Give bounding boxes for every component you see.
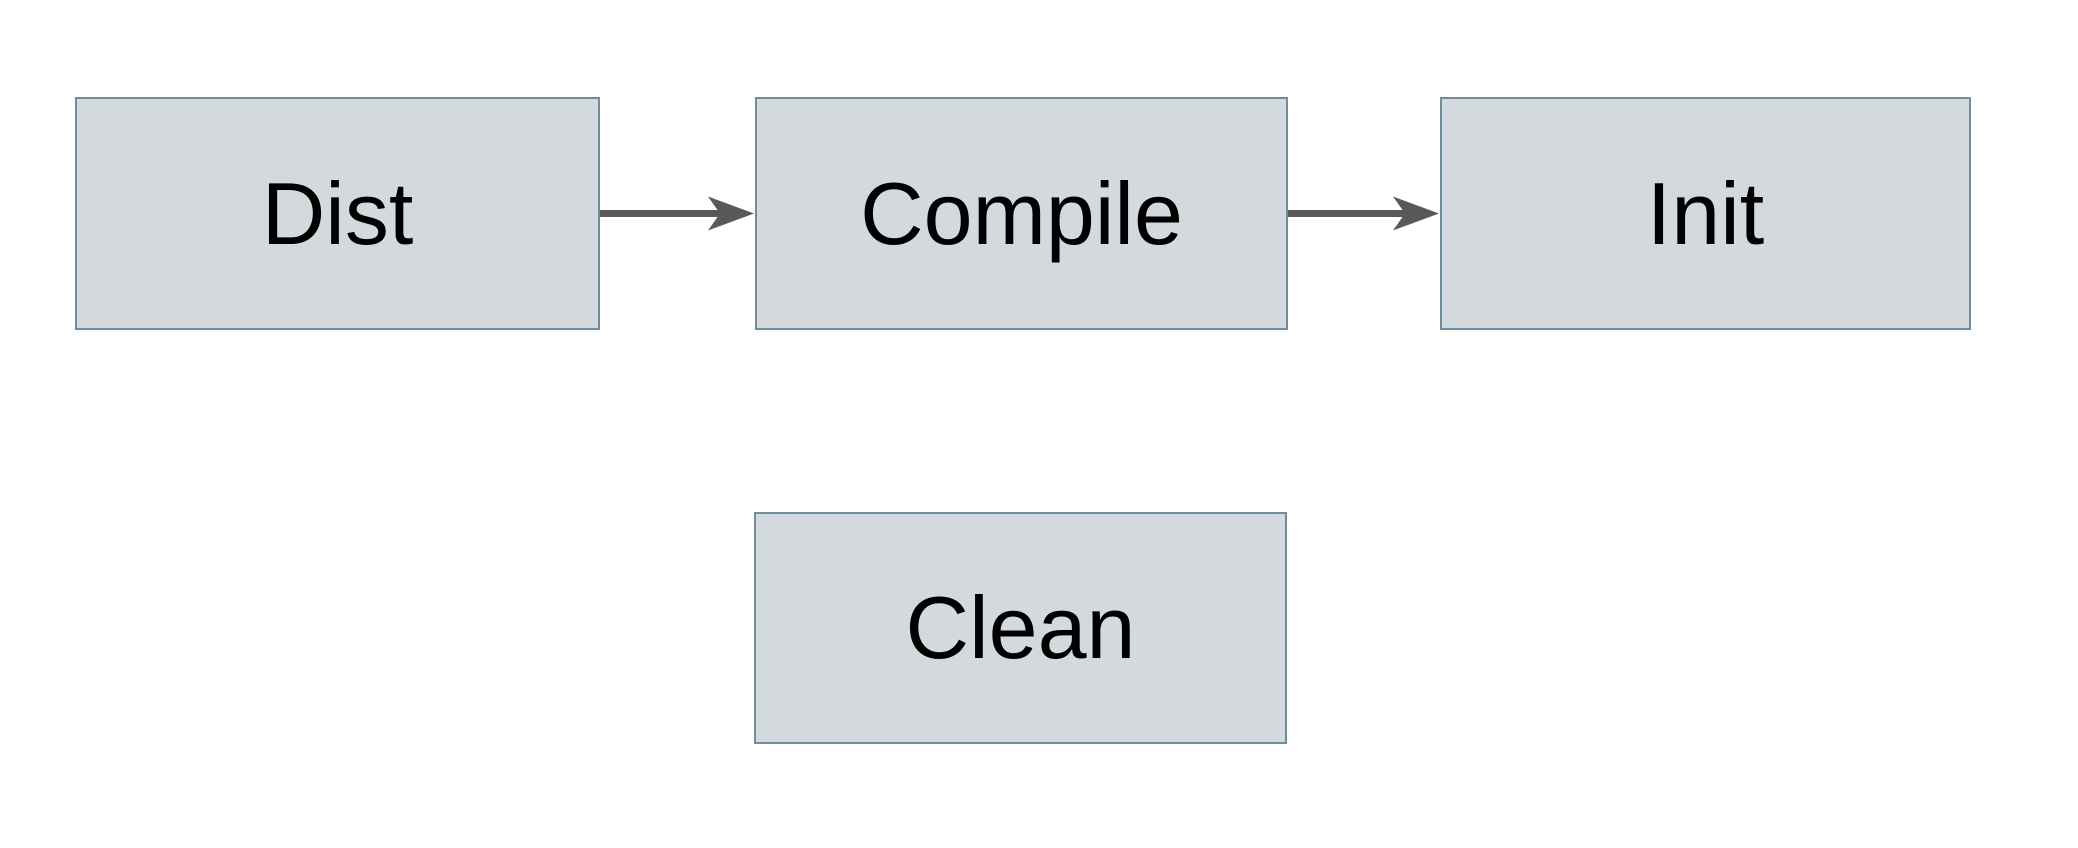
arrowhead-icon xyxy=(708,196,754,231)
node-init-label: Init xyxy=(1646,163,1765,263)
node-dist-label: Dist xyxy=(261,163,414,263)
node-clean-label: Clean xyxy=(905,578,1136,677)
arrow-connector-dist-to-compile[interactable] xyxy=(600,196,754,231)
node-dist[interactable]: Dist xyxy=(75,97,600,330)
node-init[interactable]: Init xyxy=(1440,97,1971,330)
node-compile[interactable]: Compile xyxy=(755,97,1288,330)
node-compile-label: Compile xyxy=(860,163,1183,263)
arrow-connector-compile-to-init[interactable] xyxy=(1288,196,1439,231)
arrowhead-icon xyxy=(1393,196,1439,231)
node-clean[interactable]: Clean xyxy=(754,512,1287,744)
